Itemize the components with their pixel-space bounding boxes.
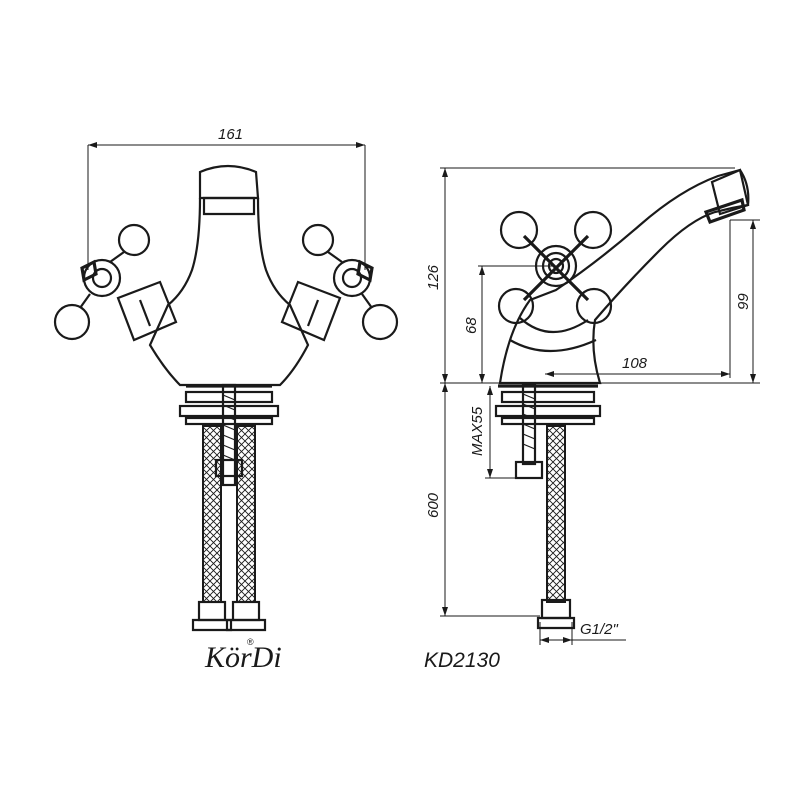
faucet-body-side — [498, 168, 750, 385]
dimension-spout-reach-label: 108 — [622, 355, 648, 372]
dimension-spout-reach: 108 — [545, 220, 731, 378]
left-handle — [53, 223, 178, 342]
registered-mark: ® — [247, 637, 254, 647]
dimension-hose-length: 600 — [425, 383, 540, 617]
side-view: 126 68 99 108 — [425, 167, 760, 645]
hoses — [191, 425, 267, 632]
dimension-spout-height-label: 99 — [735, 293, 752, 310]
dimension-thread: G1/2" — [539, 621, 626, 645]
dimension-handle-axis-label: 68 — [463, 317, 480, 334]
brand-logo: KörDi — [204, 641, 282, 674]
dimension-hose-length-label: 600 — [425, 492, 442, 518]
dimension-width-label: 161 — [218, 126, 243, 143]
right-handle — [280, 223, 399, 342]
hose-side — [536, 425, 576, 630]
mount-side — [494, 382, 602, 480]
faucet-body — [148, 164, 310, 426]
dimension-max-mount: MAX55 — [469, 386, 520, 479]
dimension-width: 161 — [87, 126, 366, 270]
front-view: 161 — [53, 126, 399, 632]
title-block: KörDi ® KD2130 — [204, 637, 500, 674]
dimension-height-label: 126 — [425, 264, 442, 290]
dimension-height: 126 — [425, 167, 760, 384]
cross-handle-side — [497, 210, 613, 325]
model-number: KD2130 — [424, 649, 500, 672]
dimension-spout-height: 99 — [730, 219, 760, 383]
dimension-thread-label: G1/2" — [580, 621, 619, 638]
dimension-max-mount-label: MAX55 — [469, 406, 486, 456]
